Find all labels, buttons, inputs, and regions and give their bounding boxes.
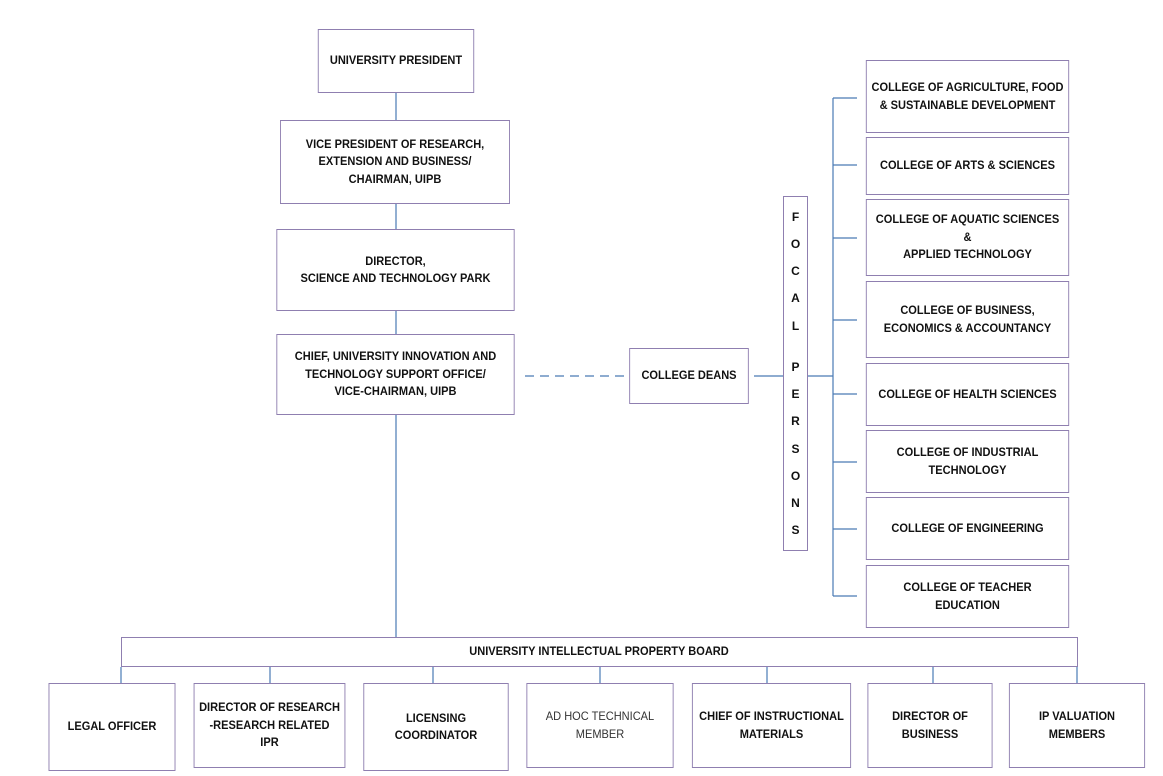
focal-letter: L	[791, 318, 800, 333]
member-label: LICENSING COORDINATOR	[394, 710, 478, 742]
college-deans-box: COLLEGE DEANS	[629, 348, 749, 404]
ip-board-bar: UNIVERSITY INTELLECTUAL PROPERTY BOARD	[121, 637, 1078, 667]
focal-letter: P	[791, 359, 800, 374]
college-business-box: COLLEGE OF BUSINESS, ECONOMICS & ACCOUNT…	[865, 281, 1070, 358]
focal-letter: S	[791, 441, 800, 456]
focal-letter: O	[790, 468, 801, 483]
college-arts-sciences-box: COLLEGE OF ARTS & SCIENCES	[865, 137, 1070, 195]
college-label: COLLEGE OF TEACHER EDUCATION	[903, 580, 1032, 612]
member-label: IP VALUATION MEMBERS	[1038, 709, 1116, 741]
member-label: DIRECTOR OF RESEARCH -RESEARCH RELATED I…	[199, 700, 340, 750]
director-box: DIRECTOR, SCIENCE AND TECHNOLOGY PARK	[276, 229, 515, 311]
college-engineering-box: COLLEGE OF ENGINEERING	[865, 497, 1070, 560]
member-label: LEGAL OFFICER	[67, 719, 157, 734]
member-label: DIRECTOR OF BUSINESS	[892, 709, 968, 741]
focal-letter: N	[791, 496, 800, 511]
member-ip-valuation-box: IP VALUATION MEMBERS	[1008, 683, 1146, 768]
focal-letter: A	[791, 291, 800, 306]
focal-letter: C	[791, 264, 800, 279]
focal-persons-box: F O C A L P E R S O N S	[783, 196, 808, 551]
focal-letter: E	[791, 387, 800, 402]
member-director-research-box: DIRECTOR OF RESEARCH -RESEARCH RELATED I…	[193, 683, 346, 768]
focal-letter: F	[791, 209, 800, 224]
college-label: COLLEGE OF BUSINESS, ECONOMICS & ACCOUNT…	[883, 303, 1052, 335]
member-director-business-box: DIRECTOR OF BUSINESS	[867, 683, 993, 768]
college-deans-label: COLLEGE DEANS	[641, 368, 737, 383]
college-label: COLLEGE OF ARTS & SCIENCES	[879, 158, 1056, 173]
college-label: COLLEGE OF AGRICULTURE, FOOD & SUSTAINAB…	[871, 80, 1064, 112]
college-label: COLLEGE OF HEALTH SCIENCES	[878, 386, 1057, 401]
vice-president-box: VICE PRESIDENT OF RESEARCH, EXTENSION AN…	[280, 120, 510, 204]
college-teacher-education-box: COLLEGE OF TEACHER EDUCATION	[865, 565, 1070, 628]
ip-board-label: UNIVERSITY INTELLECTUAL PROPERTY BOARD	[469, 644, 730, 659]
member-adhoc-box: AD HOC TECHNICAL MEMBER	[526, 683, 674, 768]
college-aquatic-box: COLLEGE OF AQUATIC SCIENCES & APPLIED TE…	[865, 199, 1070, 276]
chief-box: CHIEF, UNIVERSITY INNOVATION AND TECHNOL…	[276, 334, 515, 415]
focal-letter: R	[791, 414, 800, 429]
director-label: DIRECTOR, SCIENCE AND TECHNOLOGY PARK	[300, 253, 491, 285]
vice-president-label: VICE PRESIDENT OF RESEARCH, EXTENSION AN…	[305, 136, 485, 186]
president-box: UNIVERSITY PRESIDENT	[317, 29, 475, 93]
member-label: AD HOC TECHNICAL MEMBER	[545, 709, 655, 741]
college-industrial-box: COLLEGE OF INDUSTRIAL TECHNOLOGY	[865, 430, 1070, 493]
member-instructional-box: CHIEF OF INSTRUCTIONAL MATERIALS	[691, 683, 852, 768]
college-label: COLLEGE OF AQUATIC SCIENCES & APPLIED TE…	[875, 212, 1060, 262]
college-label: COLLEGE OF INDUSTRIAL TECHNOLOGY	[896, 445, 1039, 477]
focal-letter: O	[790, 236, 801, 251]
focal-letter: S	[791, 523, 800, 538]
college-label: COLLEGE OF ENGINEERING	[891, 520, 1044, 535]
college-agriculture-box: COLLEGE OF AGRICULTURE, FOOD & SUSTAINAB…	[865, 60, 1070, 133]
member-label: CHIEF OF INSTRUCTIONAL MATERIALS	[699, 709, 844, 741]
chief-label: CHIEF, UNIVERSITY INNOVATION AND TECHNOL…	[294, 349, 497, 399]
member-legal-officer-box: LEGAL OFFICER	[48, 683, 176, 771]
college-health-box: COLLEGE OF HEALTH SCIENCES	[865, 363, 1070, 426]
president-label: UNIVERSITY PRESIDENT	[329, 53, 463, 68]
member-licensing-box: LICENSING COORDINATOR	[363, 683, 509, 771]
